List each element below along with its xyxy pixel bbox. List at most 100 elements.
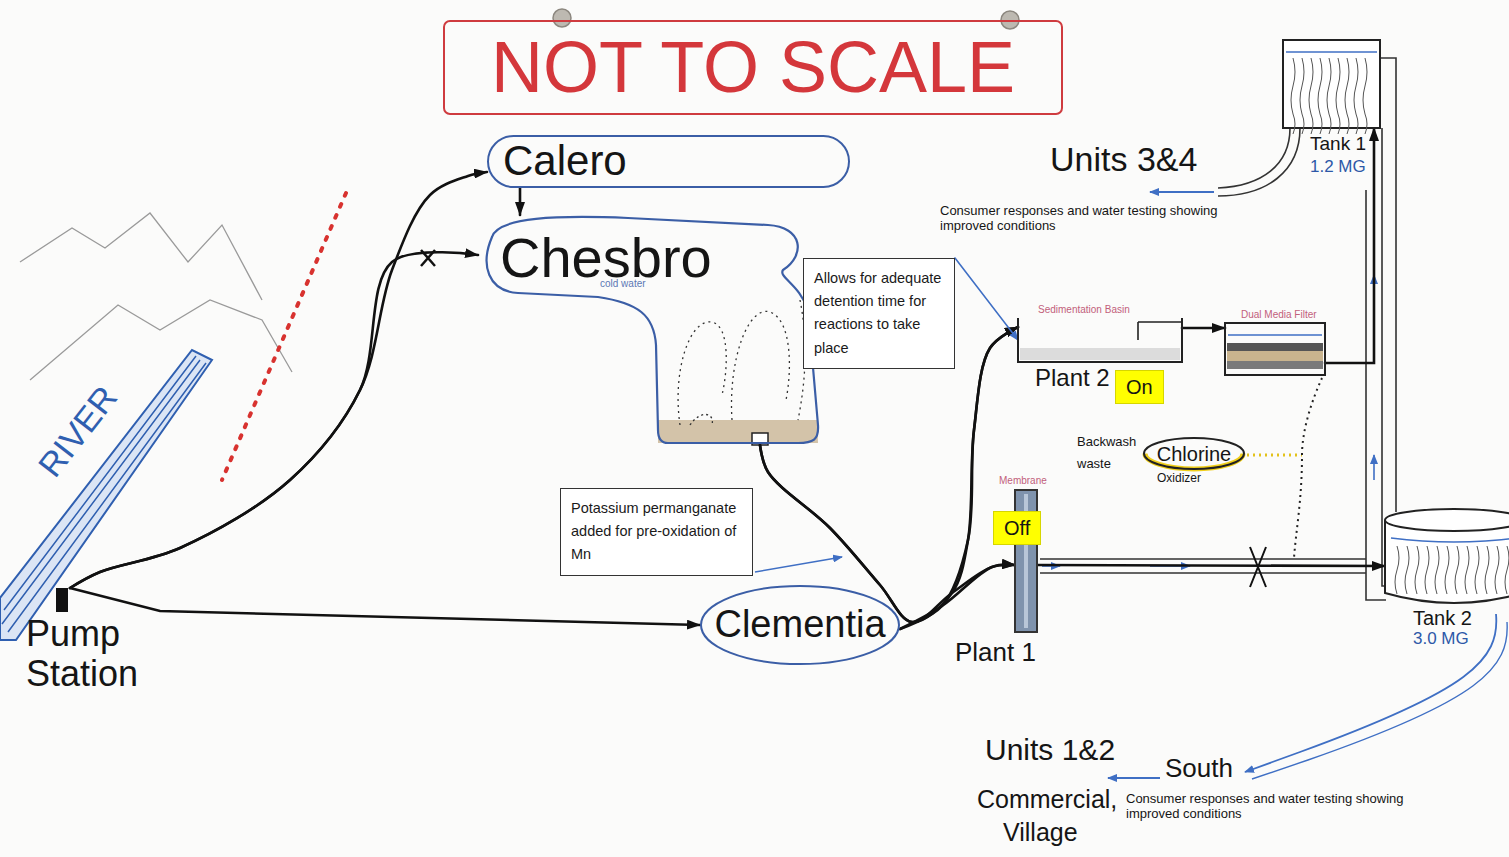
node-title: Off [1004, 515, 1030, 541]
shape-outline [1018, 318, 1182, 362]
membrane-body [1015, 490, 1037, 632]
node-title: Sedimentation Basin [1038, 304, 1130, 315]
circulation-curl [690, 414, 712, 425]
pipe-connector [70, 172, 487, 588]
water-level [1391, 538, 1509, 542]
sediment [1020, 348, 1180, 360]
thumbtack [553, 9, 571, 27]
filter-layer [1227, 343, 1323, 351]
note-box: NOT TO SCALE [443, 20, 1063, 115]
node-title: Potassium permanganate added for pre-oxi… [571, 497, 742, 567]
water-level [1286, 51, 1377, 53]
flow-arrow [1150, 191, 1214, 193]
pump-station: Pump Station [26, 588, 151, 693]
shape-outline [1283, 40, 1380, 128]
filter-box [1225, 323, 1325, 375]
pipe-connector [1037, 565, 1385, 566]
red-dotted-line [222, 193, 346, 480]
basin-wall [1018, 318, 1182, 362]
status-flag: On [1115, 370, 1164, 404]
pipe [1366, 190, 1386, 600]
node-subtitle: 1.2 MG [1310, 158, 1366, 177]
node-subtitle: 3.0 MG [1413, 630, 1469, 649]
water-level [1228, 334, 1322, 336]
node-title: Allows for adequate detention time for r… [814, 267, 944, 360]
pipe-connector [760, 327, 1018, 622]
service-area: Units 3&4 [1050, 140, 1197, 179]
shape-outline [1225, 323, 1325, 375]
baffle [1138, 322, 1182, 340]
outline [1144, 438, 1244, 469]
node-subtitle: Plant 2 [1035, 365, 1110, 391]
flow-arrow [1373, 455, 1375, 480]
river-label: RIVER [31, 379, 126, 485]
node-title: Calero [503, 138, 627, 184]
node-title: Pump Station [26, 614, 151, 693]
river-hatching [2, 356, 206, 632]
sedimentation-basin: Sedimentation BasinPlant 2 [1018, 318, 1182, 362]
filter-layer [1227, 361, 1323, 369]
circulation-arrow [731, 311, 789, 420]
sediment [658, 420, 818, 443]
node-title: NOT TO SCALE [467, 26, 1039, 109]
outline [488, 136, 849, 187]
node-subtitle: Oxidizer [1157, 472, 1201, 485]
node-title: On [1126, 374, 1153, 400]
node-title: Dual Media Filter [1241, 309, 1317, 320]
dual-media-filter: Dual Media Filter [1225, 323, 1325, 375]
pipe-connector [955, 258, 1018, 340]
reservoir-outline: Calero [487, 135, 850, 188]
tank-fill [1395, 546, 1509, 594]
shape-outline [1385, 508, 1509, 603]
node-title: Membrane [999, 475, 1047, 486]
outlet-pipe [1218, 128, 1300, 196]
reservoir-outline: Chesbro [478, 215, 820, 445]
mountain-sketch [20, 213, 262, 300]
leader-line [755, 557, 842, 572]
note-text: Consumer responses and water testing sho… [940, 204, 1240, 234]
node-title: Tank 1 [1310, 134, 1366, 155]
pipe-connector [70, 252, 478, 588]
chlorine-feed-line [1247, 454, 1302, 457]
water-note: cold water [600, 278, 646, 290]
tank-top [1385, 509, 1509, 531]
tank-fill [1291, 58, 1367, 134]
outline [701, 586, 899, 664]
filter-layer [1227, 351, 1323, 361]
storage-tank: Tank 11.2 MG [1283, 40, 1380, 128]
valve-symbol [1250, 547, 1266, 587]
flow-line [1252, 622, 1507, 779]
tank-body [1385, 520, 1509, 603]
service-area: Units 1&2 [985, 733, 1115, 768]
outlet-pipe [1218, 128, 1290, 188]
callout-box: Allows for adequate detention time for r… [803, 258, 955, 369]
pipe-connector [1182, 327, 1225, 330]
status-flag: Off [993, 511, 1041, 545]
pump-symbol [56, 588, 68, 612]
reservoir-outline: Clementia [700, 585, 900, 665]
direction-label: South [1165, 754, 1233, 784]
pipe [1382, 128, 1386, 586]
membrane-stripe [1024, 494, 1028, 628]
flow-arrow [1108, 777, 1160, 779]
note-text: Backwash waste [1077, 431, 1141, 475]
chlorine-ellipse: ChlorineOxidizer [1143, 437, 1245, 470]
node-subtitle: Plant 1 [955, 638, 1036, 667]
backwash-line [1294, 378, 1322, 558]
callout-box: Potassium permanganate added for pre-oxi… [560, 488, 753, 576]
node-title: Tank 2 [1413, 607, 1472, 629]
node-title: Clementia [714, 604, 885, 646]
pipe-connector [70, 588, 700, 625]
mountain-sketch [30, 300, 292, 380]
service-area: Village [1003, 818, 1078, 847]
pipe-connector [519, 188, 522, 215]
circulation-arrow [678, 322, 726, 425]
flow-arrow [1245, 614, 1496, 772]
outline [487, 217, 818, 443]
service-area: Commercial, [977, 785, 1117, 814]
node-title: Chlorine [1157, 443, 1231, 465]
connectors [70, 128, 1385, 629]
note-text: Consumer responses and water testing sho… [1126, 792, 1426, 822]
